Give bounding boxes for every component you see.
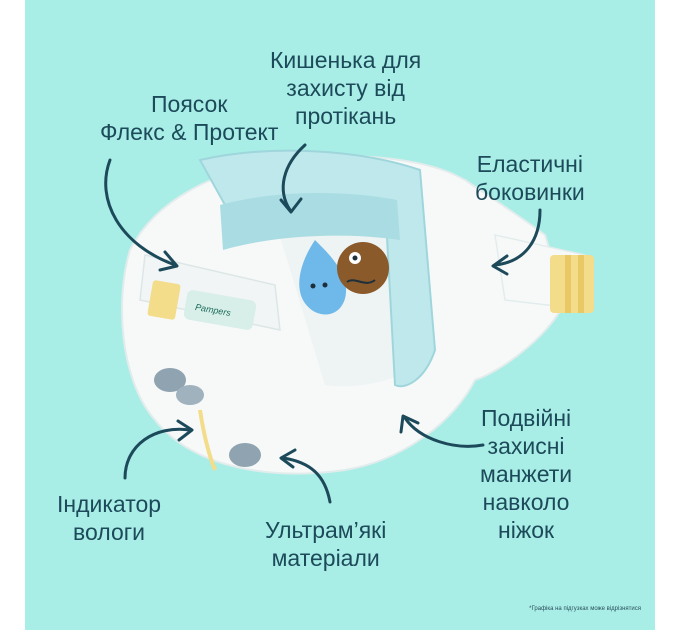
- label-line: захисту від: [286, 75, 405, 101]
- label-line: матеріали: [271, 545, 380, 571]
- arrow-cuffs: [403, 416, 485, 448]
- arrow-sides-head: [491, 254, 509, 276]
- label-line: Поясок: [151, 91, 228, 117]
- product-infographic: Кишенька для захисту від протікань Поясо…: [25, 0, 655, 630]
- arrow-indicator: [123, 427, 192, 480]
- arrow-materials: [281, 456, 332, 504]
- droplet-eye: [322, 282, 328, 288]
- droplet-character: [299, 240, 347, 315]
- label-line: Флекс & Протект: [100, 119, 279, 145]
- arrow-pocket-head: [279, 197, 303, 214]
- arrow-belt-head: [158, 250, 179, 272]
- label-line: протікань: [294, 103, 397, 129]
- label-line: захисні: [487, 433, 565, 459]
- label-line: вологи: [73, 519, 146, 545]
- diaper-illustration: [104, 143, 594, 504]
- label-line: Еластичні: [476, 151, 583, 177]
- arrow-indicator-head: [176, 419, 194, 442]
- pocket-front-band: [220, 193, 400, 250]
- label-line: боковинки: [475, 179, 585, 205]
- label-line: Ультрам’які: [265, 517, 387, 543]
- arrow-pocket: [281, 143, 307, 212]
- label-leak-pocket: Кишенька для захисту від протікань: [270, 46, 421, 130]
- label-ultrasoft-materials: Ультрам’які матеріали: [265, 516, 386, 572]
- label-line: навколо: [482, 489, 570, 515]
- fastener-tab: [550, 255, 594, 313]
- label-line: ніжок: [498, 517, 555, 543]
- fastener-stripe: [578, 255, 584, 313]
- droplet-eye: [310, 283, 316, 289]
- wetness-indicator-stripe: [198, 409, 217, 471]
- label-flex-protect-belt: Поясок Флекс & Протект: [100, 90, 278, 146]
- belt-logo-patch: [183, 290, 257, 330]
- arrow-cuffs-head: [399, 414, 420, 434]
- elephant-print: [229, 443, 261, 467]
- fastener-stripe: [565, 255, 571, 313]
- arrow-materials-head: [279, 448, 297, 469]
- disclaimer-note: *Графіка на підгузках може відрізнятися: [529, 606, 641, 612]
- poop-character: [337, 242, 389, 294]
- label-elastic-sides: Еластичні боковинки: [475, 150, 585, 206]
- poop-mouth: [346, 279, 376, 284]
- label-leg-cuffs: Подвійні захисні манжети навколо ніжок: [480, 404, 572, 544]
- label-wetness-indicator: Індикатор вологи: [57, 490, 161, 546]
- label-line: Подвійні: [480, 405, 572, 431]
- elephant-print: [154, 368, 186, 392]
- label-line: манжети: [480, 461, 573, 487]
- label-line: Кишенька для: [270, 47, 422, 73]
- poop-pupil: [352, 255, 358, 261]
- belt-yellow-patch: [147, 280, 181, 320]
- elephant-print: [176, 385, 204, 405]
- label-line: Індикатор: [57, 491, 162, 517]
- arrow-sides: [493, 208, 542, 267]
- arrow-belt: [104, 158, 177, 267]
